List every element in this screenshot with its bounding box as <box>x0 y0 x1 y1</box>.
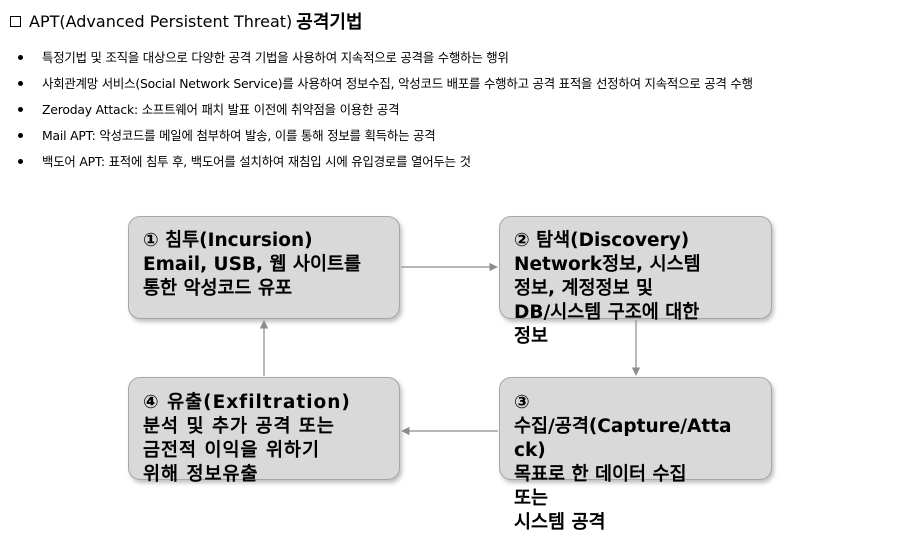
step-exfiltration-line: 금전적 이익을 위하기 <box>143 440 321 461</box>
bullet-dot-icon <box>18 158 23 164</box>
step-discovery-line: DB/시스템 구조에 대한 <box>514 302 700 323</box>
bullet-dot-icon <box>18 80 23 86</box>
list-item: 특정기법 및 조직을 대상으로 다양한 공격 기법을 사용하여 지속적으로 공격… <box>18 44 753 70</box>
step-discovery-text: ② 탐색(Discovery) Network정보, 시스템 정보, 계정정보 … <box>514 229 701 349</box>
page-heading: APT(Advanced Persistent Threat) 공격기법 <box>10 8 363 34</box>
list-item-text: 특정기법 및 조직을 대상으로 다양한 공격 기법을 사용하여 지속적으로 공격… <box>42 50 509 65</box>
list-item: Mail APT: 악성코드를 메일에 첨부하여 발송, 이를 통해 정보를 획… <box>18 122 753 148</box>
list-item: 사회관계망 서비스(Social Network Service)를 사용하여 … <box>18 70 753 96</box>
list-item-text: 사회관계망 서비스(Social Network Service)를 사용하여 … <box>42 76 753 91</box>
step-discovery-line: Network정보, 시스템 <box>514 254 701 275</box>
step-exfiltration-line: 분석 및 추가 공격 또는 <box>143 416 335 437</box>
step-capture-line: ck) <box>514 440 546 461</box>
step-exfiltration-title: ④ 유출(Exfiltration) <box>143 392 351 413</box>
step-capture-line: 수집/공격(Capture/Atta <box>514 416 732 437</box>
step-exfiltration-line: 위해 정보유출 <box>143 464 259 485</box>
bullet-dot-icon <box>18 54 23 60</box>
heading-title-bold: 공격기법 <box>296 12 363 33</box>
step-discovery-line: 정보 <box>514 326 549 347</box>
heading-title: APT(Advanced Persistent Threat) <box>29 11 293 31</box>
step-discovery-title: ② 탐색(Discovery) <box>514 230 690 251</box>
step-box-capture <box>499 377 772 480</box>
list-item: Zeroday Attack: 소프트웨어 패치 발표 이전에 취약점을 이용한… <box>18 96 753 122</box>
list-item-text: 백도어 APT: 표적에 침투 후, 백도어를 설치하여 재침입 시에 유입경로… <box>42 154 471 169</box>
step-capture-line: 목표로 한 데이터 수집 <box>514 464 687 485</box>
step-exfiltration-text: ④ 유출(Exfiltration) 분석 및 추가 공격 또는 금전적 이익을… <box>143 391 351 487</box>
bullet-dot-icon <box>18 106 23 112</box>
step-box-incursion <box>128 216 400 319</box>
step-capture-text: ③ 수집/공격(Capture/Atta ck) 목표로 한 데이터 수집 또는… <box>514 391 732 535</box>
step-capture-line: 또는 <box>514 488 549 509</box>
step-incursion-text: ① 침투(Incursion) Email, USB, 웹 사이트를 통한 악성… <box>143 229 361 301</box>
list-item-text: Mail APT: 악성코드를 메일에 첨부하여 발송, 이를 통해 정보를 획… <box>42 128 436 143</box>
step-discovery-line: 정보, 계정정보 및 <box>514 278 654 299</box>
list-item-text: Zeroday Attack: 소프트웨어 패치 발표 이전에 취약점을 이용한… <box>42 102 400 117</box>
bullet-dot-icon <box>18 132 23 138</box>
step-box-exfiltration <box>128 377 400 480</box>
step-incursion-line: 통한 악성코드 유포 <box>143 278 293 299</box>
checkbox-icon <box>10 15 21 27</box>
bullet-list: 특정기법 및 조직을 대상으로 다양한 공격 기법을 사용하여 지속적으로 공격… <box>18 44 753 174</box>
list-item: 백도어 APT: 표적에 침투 후, 백도어를 설치하여 재침입 시에 유입경로… <box>18 148 753 174</box>
step-capture-line: 시스템 공격 <box>514 512 606 533</box>
step-box-discovery <box>499 216 772 319</box>
step-incursion-line: Email, USB, 웹 사이트를 <box>143 254 362 275</box>
step-capture-title: ③ <box>514 392 530 413</box>
step-incursion-title: ① 침투(Incursion) <box>143 230 313 251</box>
